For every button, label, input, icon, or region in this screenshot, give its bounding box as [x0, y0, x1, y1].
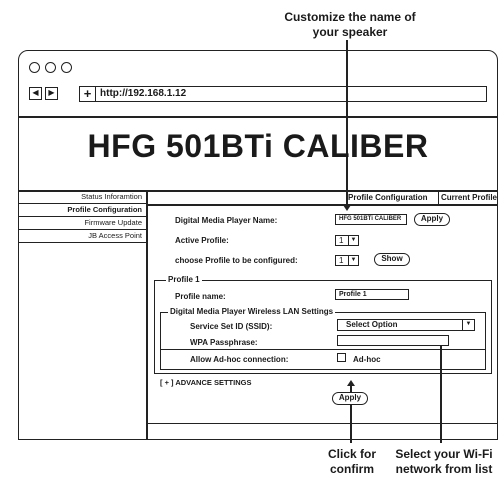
arrow-speaker-line	[346, 40, 348, 205]
profile-group	[154, 280, 492, 374]
ssid-value: Select Option	[346, 320, 398, 329]
profile-legend: Profile 1	[166, 275, 202, 284]
choose-profile-value: 1	[339, 256, 344, 265]
chevron-down-icon: ▼	[348, 236, 358, 245]
apply-button[interactable]: Apply	[332, 392, 368, 405]
profile-name-label: Profile name:	[175, 292, 226, 301]
arrow-confirm-head	[347, 380, 355, 386]
active-profile-label: Active Profile:	[175, 236, 229, 245]
active-profile-select[interactable]: 1 ▼	[335, 235, 359, 246]
new-tab-icon[interactable]: +	[80, 86, 96, 102]
arrow-speaker-head	[343, 205, 351, 211]
window-minimize-icon[interactable]	[45, 62, 56, 73]
choose-profile-label: choose Profile to be configured:	[175, 256, 298, 265]
page-title: HFG 501BTi CALIBER	[87, 128, 429, 164]
adhoc-label: Allow Ad-hoc connection:	[190, 355, 289, 364]
tab-current-profile[interactable]: Current Profile	[441, 193, 498, 202]
content-bottom-divider	[146, 423, 498, 424]
forward-button[interactable]: ▶	[45, 87, 58, 100]
profile-name-input[interactable]: Profile 1	[335, 289, 409, 300]
sidebar-item-firmware[interactable]: Firmware Update	[18, 217, 146, 230]
wlan-legend: Digital Media Player Wireless LAN Settin…	[168, 307, 336, 316]
wlan-row-divider	[160, 349, 486, 350]
callout-speaker-name: Customize the name of your speaker	[284, 10, 416, 39]
tab-underline	[146, 204, 498, 206]
player-name-input[interactable]: HFG 501BTi CALIBER	[335, 214, 407, 225]
chevron-down-icon: ▼	[348, 256, 358, 265]
callout-wifi: Select your Wi-Fi network from list	[395, 447, 493, 476]
wpa-input[interactable]	[337, 335, 449, 346]
sidebar-divider	[146, 190, 148, 440]
content-top-divider	[18, 190, 498, 192]
apply-name-button[interactable]: Apply	[414, 213, 450, 226]
address-bar[interactable]: http://192.168.1.12	[79, 86, 487, 102]
ssid-select[interactable]: Select Option ▼	[337, 319, 475, 331]
url-text: http://192.168.1.12	[100, 88, 187, 99]
toolbar-divider	[18, 116, 498, 118]
wpa-label: WPA Passphrase:	[190, 338, 258, 347]
active-profile-value: 1	[339, 236, 344, 245]
browser-window	[18, 50, 498, 440]
window-maximize-icon[interactable]	[61, 62, 72, 73]
adhoc-checkbox[interactable]	[337, 353, 346, 362]
window-close-icon[interactable]	[29, 62, 40, 73]
sidebar-item-status[interactable]: Status Inforamtion	[18, 191, 146, 204]
sidebar-item-profile[interactable]: Profile Configuration	[18, 204, 146, 217]
adhoc-option-label: Ad-hoc	[353, 355, 381, 364]
tab-profile-configuration[interactable]: Profile Configuration	[348, 193, 428, 202]
choose-profile-select[interactable]: 1 ▼	[335, 255, 359, 266]
player-name-label: Digital Media Player Name:	[175, 216, 278, 225]
arrow-wifi-line	[440, 345, 442, 443]
callout-confirm: Click for confirm	[327, 447, 376, 476]
advance-settings-toggle[interactable]: [ + ] ADVANCE SETTINGS	[160, 378, 252, 387]
chevron-down-icon: ▼	[462, 320, 474, 330]
ssid-label: Service Set ID (SSID):	[190, 322, 273, 331]
back-button[interactable]: ◀	[29, 87, 42, 100]
sidebar-item-access-point[interactable]: JB Access Point	[18, 230, 146, 243]
tab-separator	[438, 192, 439, 204]
arrow-confirm-line	[350, 385, 352, 443]
show-button[interactable]: Show	[374, 253, 410, 266]
